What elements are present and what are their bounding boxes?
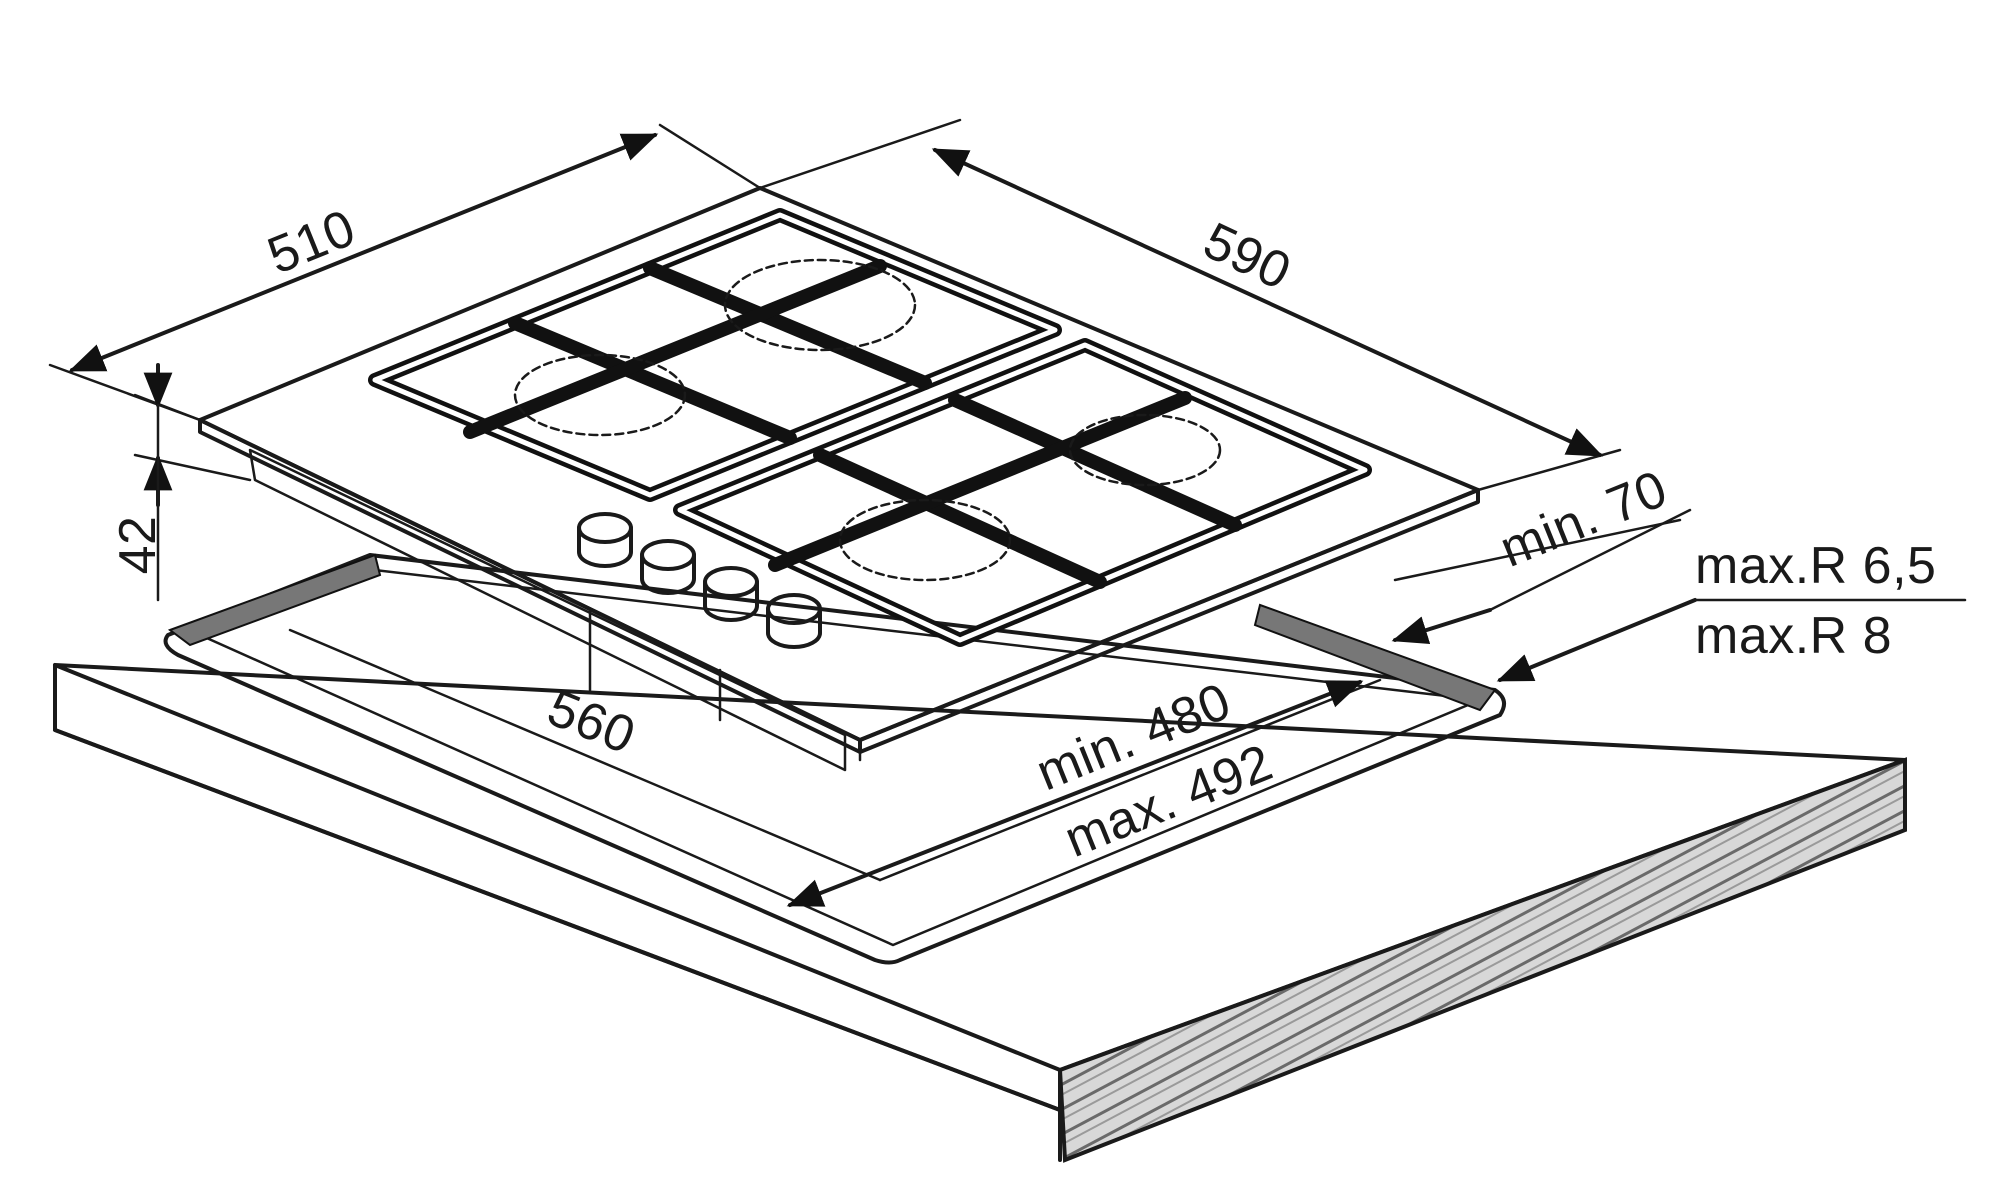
burner-rear-right bbox=[1068, 413, 1222, 487]
countertop-edge bbox=[1057, 757, 1907, 1163]
dimension-depth: 590 bbox=[758, 118, 1622, 492]
burner-front-right bbox=[838, 498, 1012, 582]
knob-1 bbox=[577, 512, 633, 568]
countertop-cutout bbox=[163, 553, 1506, 965]
corner-radius-max-1-label: max.R 6,5 bbox=[1695, 537, 1936, 595]
corner-radius-callout: max.R 6,5 max.R 8 bbox=[1496, 537, 1967, 682]
dimension-width-label: 510 bbox=[260, 199, 364, 286]
control-knobs bbox=[577, 512, 822, 649]
seal-strip-right bbox=[1253, 603, 1497, 712]
burner-rear-left bbox=[723, 258, 917, 352]
dimension-height-label: 42 bbox=[109, 516, 167, 575]
dimension-height: 42 bbox=[109, 363, 252, 602]
dimension-cutout-width: 560 bbox=[288, 628, 882, 882]
seal-strip-left bbox=[167, 553, 382, 647]
countertop bbox=[53, 663, 1907, 1163]
knob-3 bbox=[703, 566, 759, 622]
knob-2 bbox=[640, 539, 696, 595]
dimension-clearance: min. 70 bbox=[1391, 460, 1692, 644]
corner-radius-max-2-label: max.R 8 bbox=[1695, 607, 1892, 665]
knob-4 bbox=[766, 593, 822, 649]
dimension-depth-label: 590 bbox=[1195, 212, 1300, 302]
burner-front-left bbox=[513, 353, 687, 437]
dimension-cutout-width-label: 560 bbox=[540, 679, 644, 766]
